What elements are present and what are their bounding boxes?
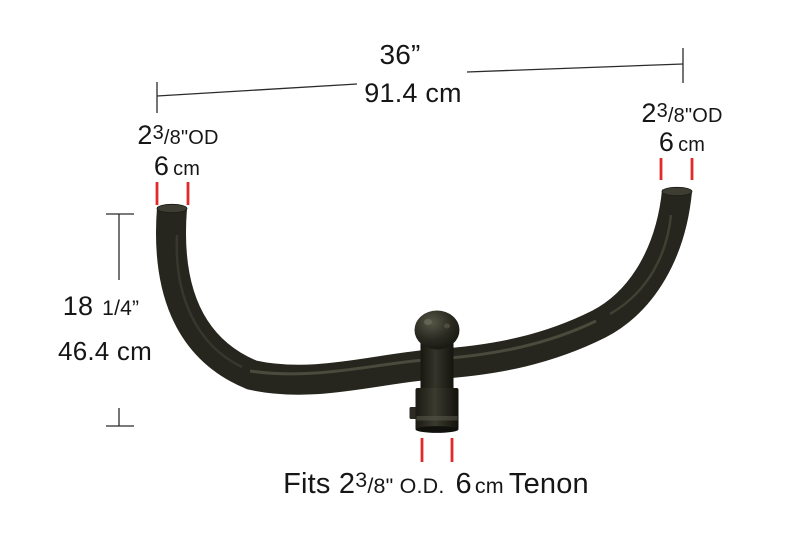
tenon-fit-frac-rest: /8" O.D. [367,474,445,498]
top-width-imperial-label: 36” [379,39,421,70]
right-curve-highlight [609,214,673,316]
tenon-fit-prefix: Fits 2 [283,468,356,500]
height-dimension-line [106,213,134,427]
height-fraction: 1/4” [102,297,140,320]
left-end-tick-marks [155,182,190,205]
tenon-socket [415,388,459,430]
left-tube-end-face [156,203,188,214]
ball-highlight [424,319,432,325]
height-metric-label: 46.4 cm [58,336,152,366]
center-hub [409,310,460,433]
height-imperial-label: 18 1/4” [63,293,140,320]
right-od-frac-numerator: 3 [656,99,668,122]
tenon-fit-unit: cm [474,474,504,498]
tenon-fit-suffix: Tenon [508,468,589,500]
left-od-label: 23/8"OD [137,122,218,149]
right-end-tick-marks [659,158,694,180]
left-od-frac-numerator: 3 [152,121,164,144]
left-dia-value: 6 [153,151,170,181]
left-od-whole: 2 [137,120,153,150]
height-whole: 18 [62,291,94,321]
right-od-label: 23/8"OD [641,100,722,127]
left-curve-highlight [175,234,243,369]
right-tube-end-face [661,186,693,197]
socket-band [416,416,458,421]
right-od-frac-rest: /8"OD [667,105,723,127]
right-dia-value: 6 [658,127,675,157]
tenon-tick-marks [420,438,454,462]
top-width-metric-label: 91.4 cm [364,78,462,108]
left-od-frac-rest: /8"OD [163,127,219,149]
socket-bottom-rim [415,426,459,433]
tenon-fit-value: 6 [455,468,472,500]
right-dia-unit: cm [678,134,706,156]
top-width-dimension-line [156,48,684,113]
ball-highlight-2 [444,323,450,329]
tenon-fit-frac-numerator: 3 [355,468,368,493]
left-dia-unit: cm [173,158,201,180]
right-od-whole: 2 [641,98,657,128]
ball-finial [414,310,460,350]
